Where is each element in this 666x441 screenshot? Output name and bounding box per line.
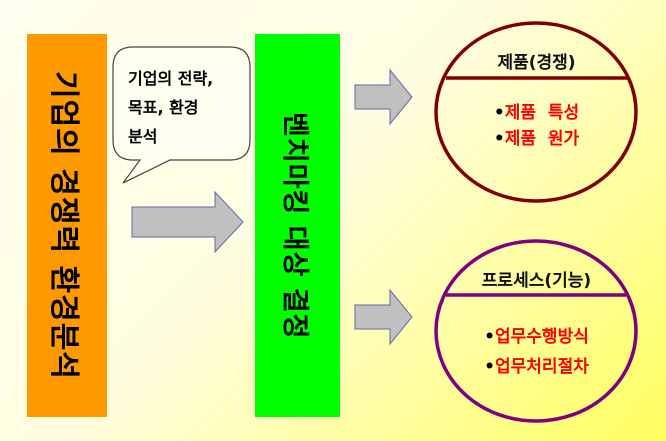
- list-item: •제품 원가: [493, 129, 580, 149]
- arrow-right-icon: [354, 68, 413, 126]
- list-item: •제품 특성: [493, 103, 580, 123]
- list-item: •업무처리절차: [484, 357, 589, 377]
- list-item: •업무수행방식: [484, 327, 589, 347]
- callout-line: 목표, 환경: [128, 98, 199, 117]
- callout-text: 기업의 전략, 목표, 환경 분석: [128, 64, 253, 151]
- product-circle: [434, 21, 638, 203]
- callout-line: 분석: [128, 127, 158, 146]
- benchmark-target-label: 벤치마킹 대상 결정: [279, 111, 310, 340]
- benchmark-target-box: 벤치마킹 대상 결정: [255, 34, 340, 417]
- arrow-right-icon: [354, 288, 413, 346]
- competitiveness-analysis-label: 기업의 경쟁력 환경분석: [46, 71, 81, 380]
- product-items: •제품 특성 •제품 원가: [435, 100, 638, 152]
- callout-bubble-shape: [112, 46, 251, 184]
- competitiveness-analysis-box: 기업의 경쟁력 환경분석: [27, 34, 107, 417]
- callout-line: 기업의 전략,: [128, 69, 214, 88]
- process-circle: [434, 239, 638, 423]
- product-title: 제품(경쟁): [497, 53, 576, 73]
- arrow-right-icon: [131, 190, 244, 254]
- process-title: 프로세스(기능): [481, 271, 592, 291]
- process-items: •업무수행방식 •업무처리절차: [435, 322, 638, 382]
